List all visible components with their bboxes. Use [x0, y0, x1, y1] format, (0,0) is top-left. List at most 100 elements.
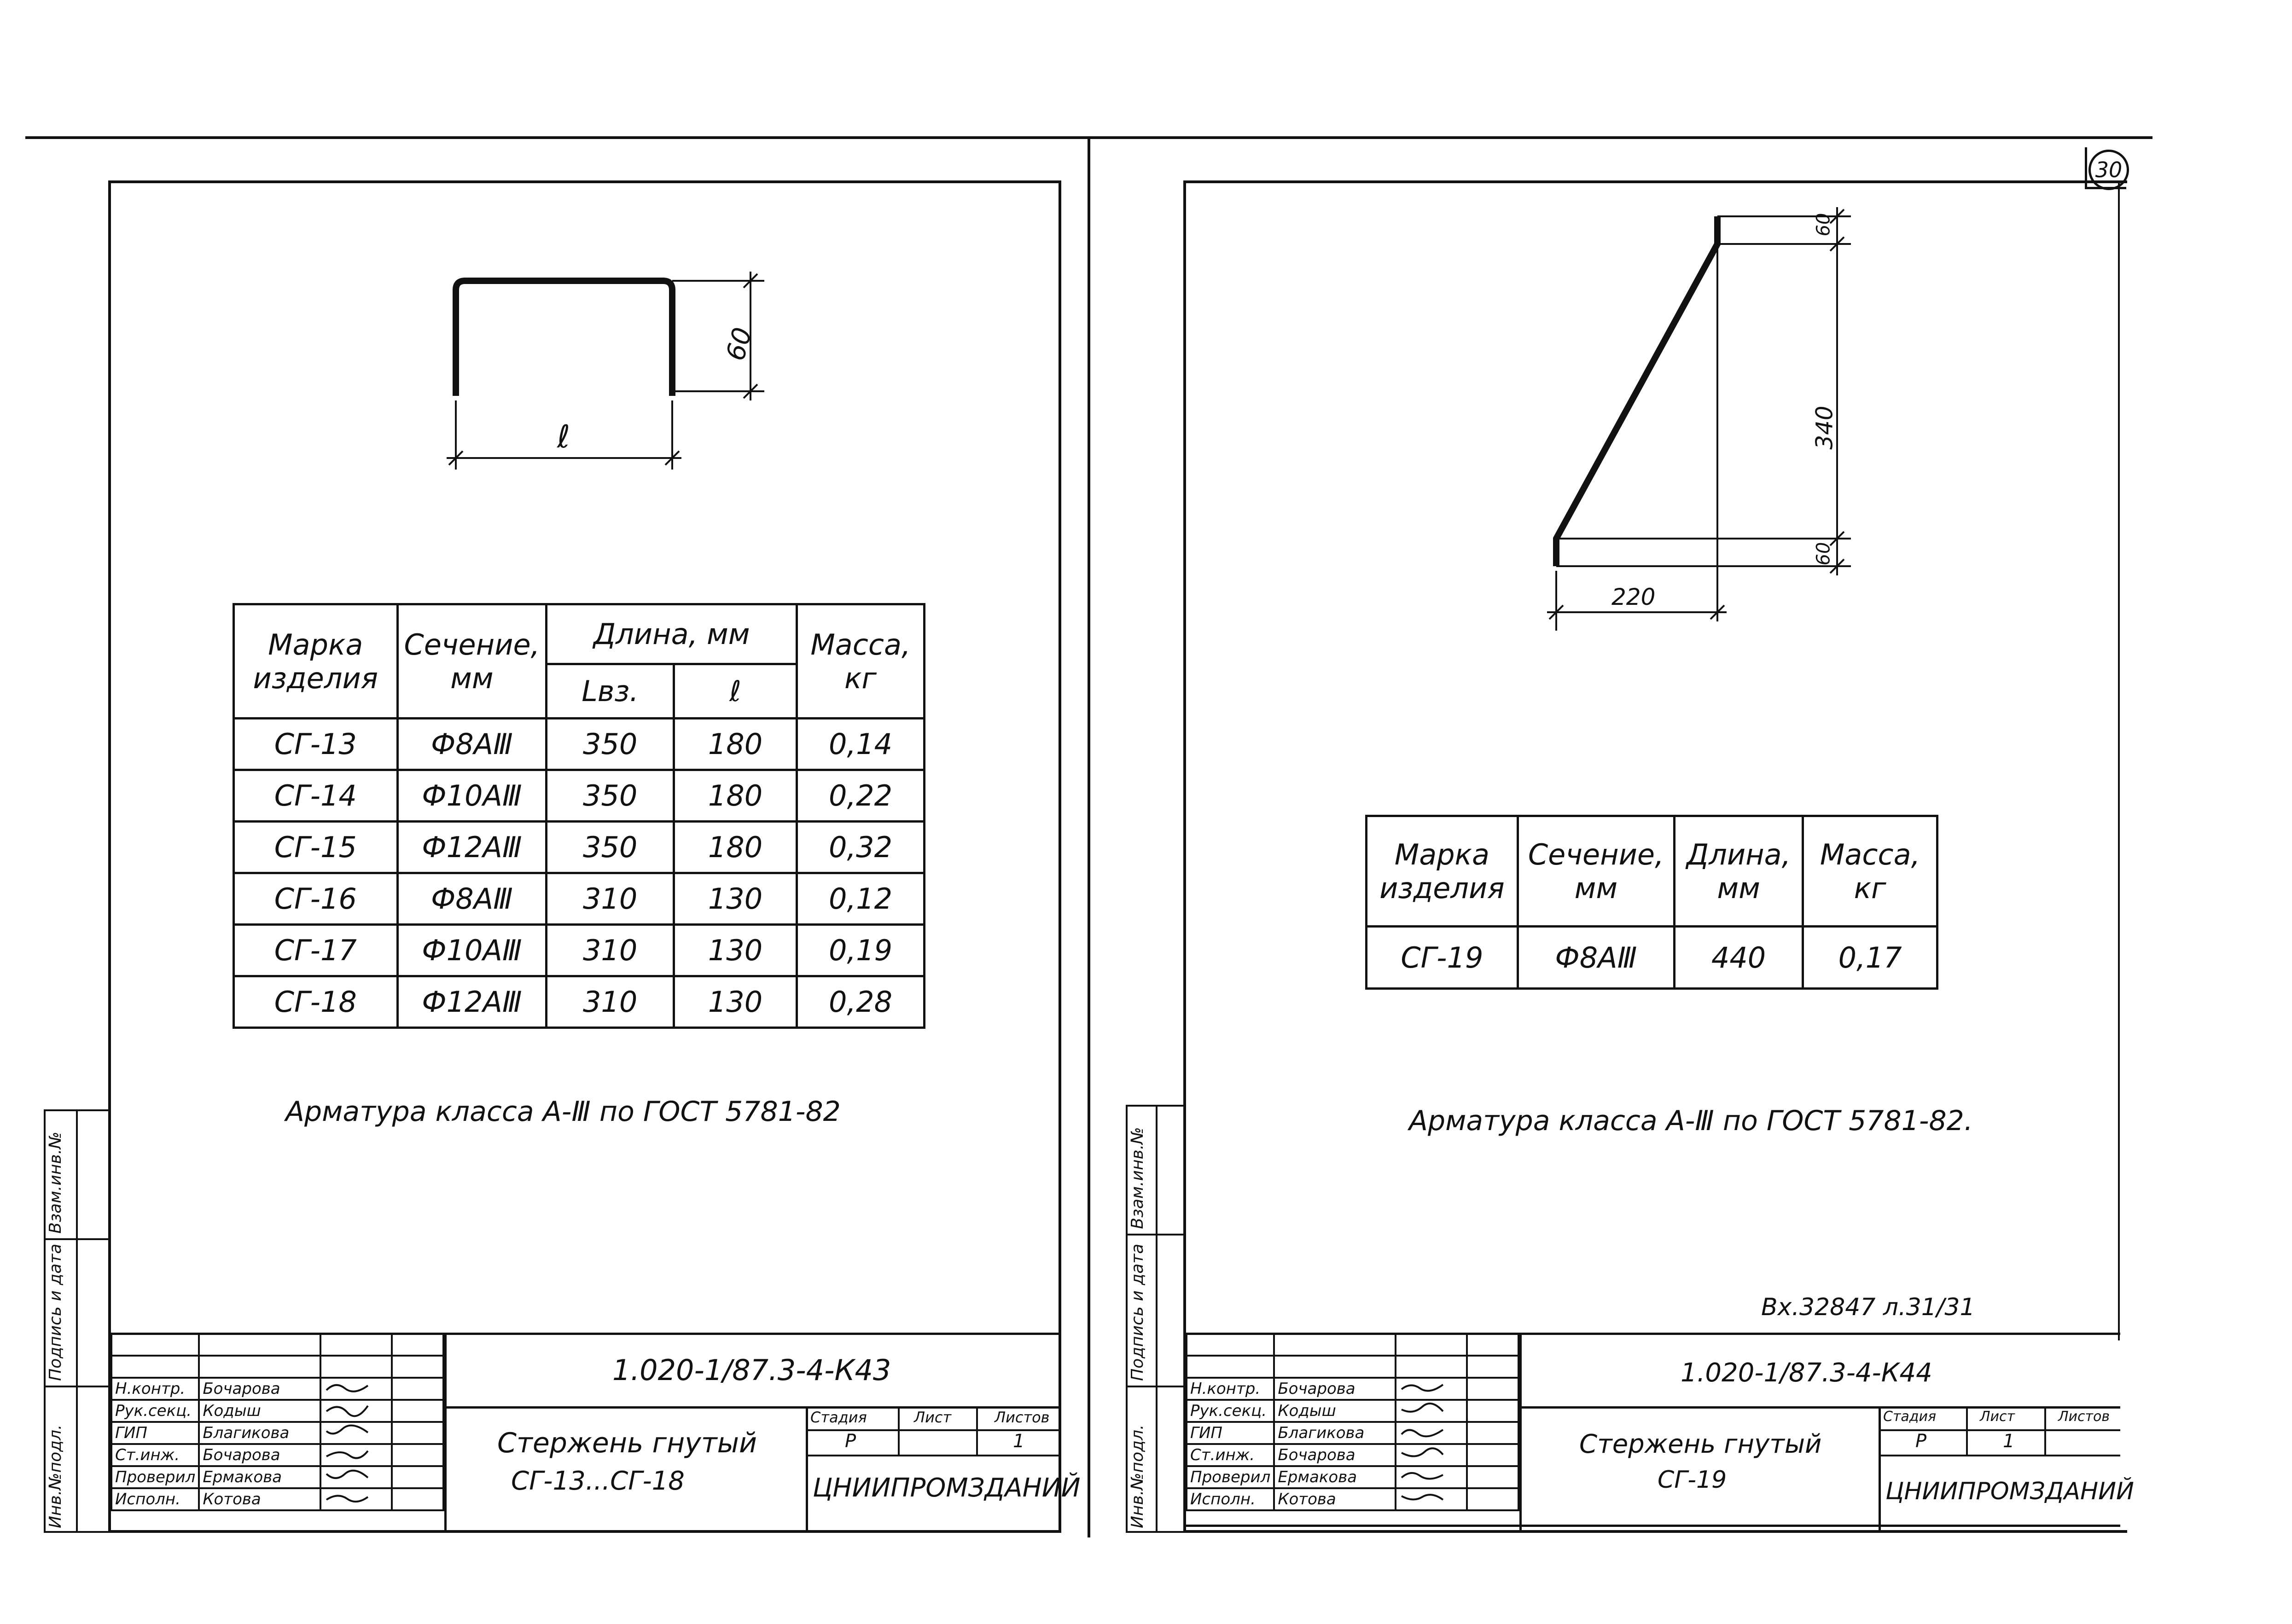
signature [320, 1399, 393, 1423]
right-stamp: Вх.32847 л.31/31 [1761, 1293, 1975, 1321]
signature [320, 1465, 393, 1489]
cell-mass: 0,19 [796, 923, 925, 977]
left-stage-value: Р [845, 1431, 856, 1452]
table-row: СГ-18 Ф12АⅢ 310 130 0,28 [233, 975, 925, 1029]
role: Исполн. [1185, 1487, 1275, 1511]
left-tb-vert [444, 1333, 447, 1533]
th-mass: Масса, кг [796, 603, 925, 719]
th-mass: Масса, кг [1802, 815, 1938, 928]
top-border-line [25, 136, 2152, 139]
cell-mark: СГ-15 [233, 820, 399, 874]
role: ГИП [110, 1421, 200, 1445]
right-side-sep-1 [1126, 1234, 1186, 1235]
cell-section: Ф8АⅢ [396, 872, 548, 926]
right-note: Арматура класса А-Ⅲ по ГОСТ 5781-82. [1409, 1105, 1973, 1137]
signature [1395, 1377, 1468, 1401]
right-sheets-label: Листов [2058, 1409, 2110, 1425]
cell-section: Ф8АⅢ [1516, 925, 1675, 990]
role: Проверил [1185, 1465, 1275, 1489]
corner-line-v [2085, 147, 2087, 189]
th-l-total: Lвз. [545, 663, 675, 719]
signature [1395, 1399, 1468, 1423]
right-side-label-inv: Инв.№подл. [1128, 1424, 1147, 1528]
left-side-label-replace: Взам.инв.№ [46, 1131, 65, 1234]
cell-mark: СГ-18 [233, 975, 399, 1029]
right-org: ЦНИИПРОМЗДАНИЙ [1885, 1478, 2134, 1505]
person: Бочарова [1273, 1377, 1397, 1401]
role-row: Н.контр.Бочарова [1185, 1377, 1520, 1401]
left-doc-title-2: СГ-13...СГ-18 [511, 1466, 685, 1496]
role: Ст.инж. [1185, 1443, 1275, 1467]
right-side-label-replace: Взам.инв.№ [1128, 1127, 1147, 1229]
right-dim-width: 220 [1611, 584, 1656, 610]
right-sheet-right-edge [2118, 180, 2120, 1340]
table-row: СГ-19 Ф8АⅢ 440 0,17 [1365, 925, 1938, 990]
cell-mass: 0,28 [796, 975, 925, 1029]
role: Рук.секц. [1185, 1399, 1275, 1423]
person: Бочарова [198, 1377, 322, 1401]
right-dim-top: 60 [1813, 213, 1834, 237]
cell-length: 440 [1673, 925, 1804, 990]
role: Ст.инж. [110, 1443, 200, 1467]
role: Н.контр. [110, 1377, 200, 1401]
table-row: СГ-17 Ф10АⅢ 310 130 0,19 [233, 923, 925, 977]
person: Кодыш [1273, 1399, 1397, 1423]
right-side-label-sign: Подпись и дата [1128, 1243, 1147, 1381]
left-side-divider [76, 1109, 78, 1533]
left-org: ЦНИИПРОМЗДАНИЙ [813, 1473, 1081, 1503]
left-sheet-frame [108, 180, 1061, 1533]
cell-mass: 0,12 [796, 872, 925, 926]
signature [1395, 1421, 1468, 1445]
left-spec-table: Марка изделия Сечение, мм Длина, мм Масс… [233, 603, 925, 1029]
person: Благикова [1273, 1421, 1397, 1445]
person: Ермакова [198, 1465, 322, 1489]
signature [320, 1421, 393, 1445]
left-side-label-sign: Подпись и дата [46, 1243, 65, 1381]
right-tb-top [1186, 1333, 2120, 1335]
right-tb-vert-2 [1879, 1406, 1881, 1533]
right-doc-title-1: Стержень гнутый [1579, 1429, 1822, 1459]
right-spec-table: Марка изделия Сечение, мм Длина, мм Масс… [1365, 815, 1938, 990]
cell-section: Ф12АⅢ [396, 820, 548, 874]
th-mark: Марка изделия [233, 603, 399, 719]
th-l: ℓ [673, 663, 798, 719]
th-length: Длина, мм [545, 603, 798, 665]
left-bar-drawing [447, 272, 764, 470]
th-length: Длина, мм [1673, 815, 1804, 928]
person: Бочарова [1273, 1443, 1397, 1467]
table-row: СГ-16 Ф8АⅢ 310 130 0,12 [233, 872, 925, 926]
right-stage-bottom [1879, 1455, 2120, 1456]
signature [320, 1377, 393, 1401]
cell-mass: 0,22 [796, 769, 925, 823]
table-row: СГ-13 Ф8АⅢ 350 180 0,14 [233, 717, 925, 771]
right-stage-value: Р [1915, 1431, 1927, 1452]
role-row: Рук.секц.Кодыш [1185, 1399, 1520, 1423]
person: Котова [198, 1487, 322, 1511]
th-section: Сечение, мм [396, 603, 548, 719]
cell-l-total: 310 [545, 975, 675, 1029]
role: Проверил [110, 1465, 200, 1489]
cell-l: 130 [673, 975, 798, 1029]
right-doc-code: 1.020-1/87.3-4-К44 [1681, 1358, 1932, 1388]
right-bar-drawing [1547, 207, 1851, 631]
cell-section: Ф8АⅢ [396, 717, 548, 771]
table-row: СГ-14 Ф10АⅢ 350 180 0,22 [233, 769, 925, 823]
cell-mark: СГ-13 [233, 717, 399, 771]
cell-mass: 0,17 [1802, 925, 1938, 990]
role-row: Ст.инж.Бочарова [1185, 1443, 1520, 1467]
cell-mass: 0,14 [796, 717, 925, 771]
left-doc-title-1: Стержень гнутый [497, 1427, 757, 1459]
signature [320, 1487, 393, 1511]
right-side-sep-2 [1126, 1386, 1186, 1387]
right-sheet-frame [1183, 180, 2127, 1533]
left-stage-label: Стадия [810, 1409, 867, 1426]
cell-l-total: 350 [545, 769, 675, 823]
cell-section: Ф12АⅢ [396, 975, 548, 1029]
left-note: Арматура класса А-Ⅲ по ГОСТ 5781-82 [285, 1096, 841, 1128]
right-stage-hline [1879, 1429, 2120, 1431]
cell-section: Ф10АⅢ [396, 769, 548, 823]
role-row: Исполн.Котова [110, 1487, 445, 1511]
right-doc-title-2: СГ-19 [1658, 1466, 1727, 1494]
